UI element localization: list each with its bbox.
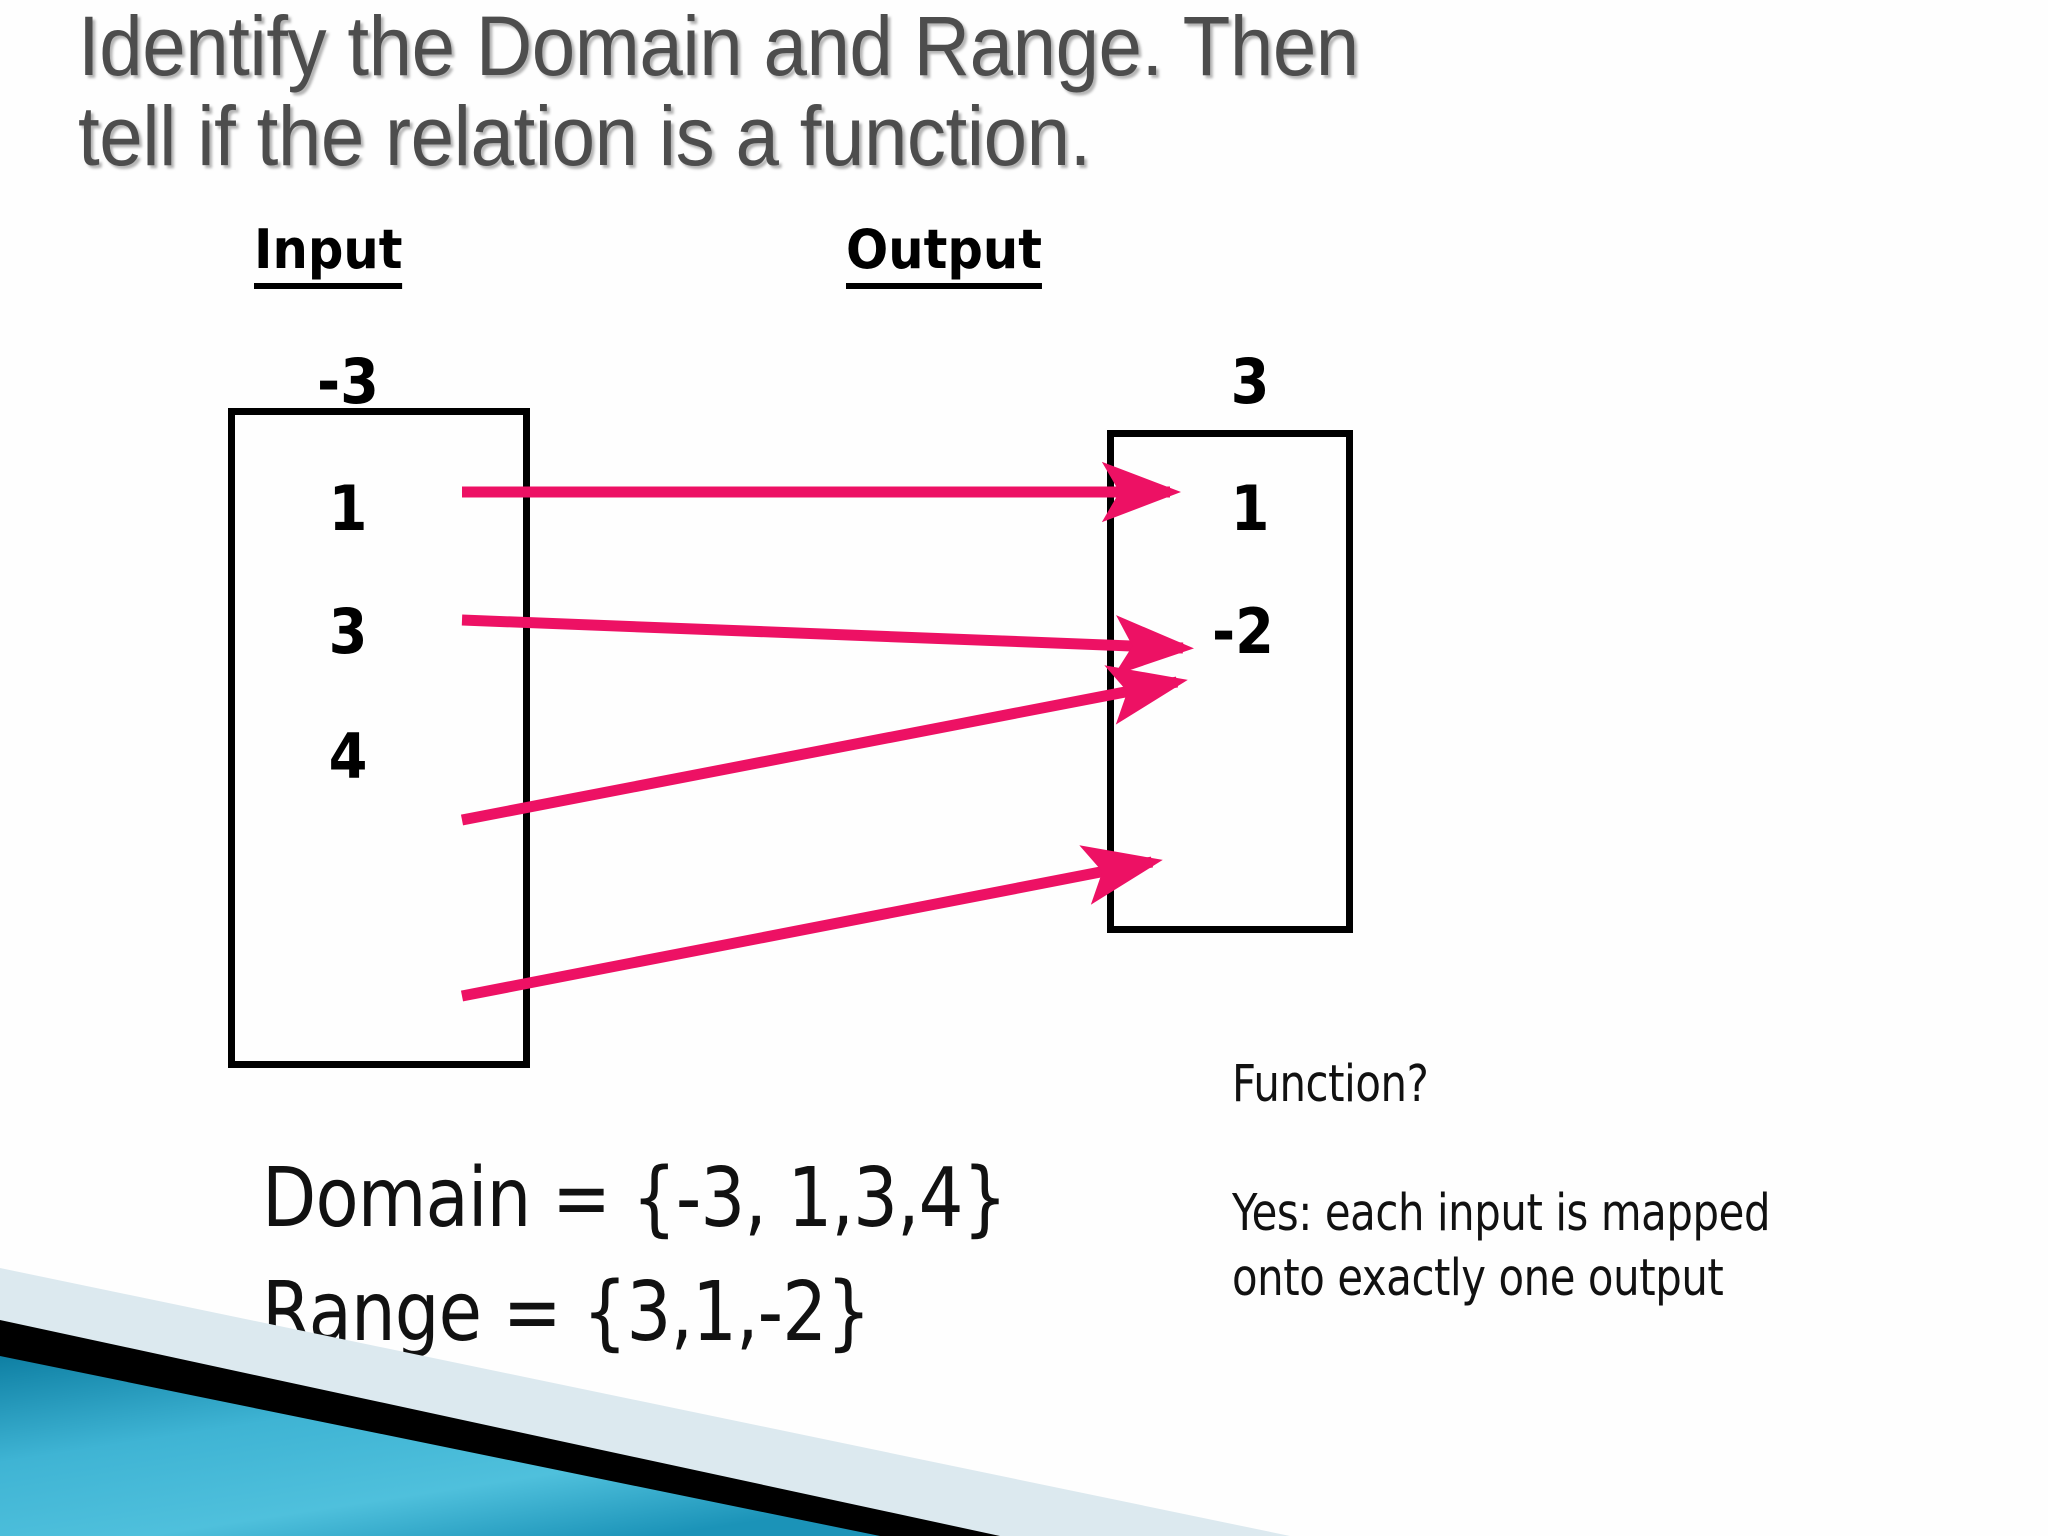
output-column-label: Output [846,218,1043,289]
arrow-1-to-1 [461,614,1194,676]
output-value-0: 3 [1230,345,1270,418]
decor-band-teal [0,1356,880,1536]
input-column-label: Input [254,218,403,289]
page-title: Identify the Domain and Range. Then tell… [78,0,1359,183]
output-value-2: -2 [1212,595,1274,668]
corner-decoration [0,1268,1290,1536]
function-answer: Yes: each input is mapped onto exactly o… [1232,1184,1771,1309]
arrow-4-to-neg2 [460,845,1163,1002]
function-answer-block: Function? Yes: each input is mapped onto… [1232,988,1770,1377]
input-value-2: 3 [328,595,368,668]
input-value-3: 4 [328,720,368,793]
input-value-1: 1 [328,472,368,545]
input-value-0: -3 [317,345,379,418]
range-statement: Range = {3,1,-2} [262,1265,871,1360]
function-question: Function? [1232,1054,1429,1114]
output-value-1: 1 [1230,472,1270,545]
arrow-3-to-1 [460,665,1188,826]
domain-statement: Domain = {-3, 1,3,4} [262,1151,1008,1246]
